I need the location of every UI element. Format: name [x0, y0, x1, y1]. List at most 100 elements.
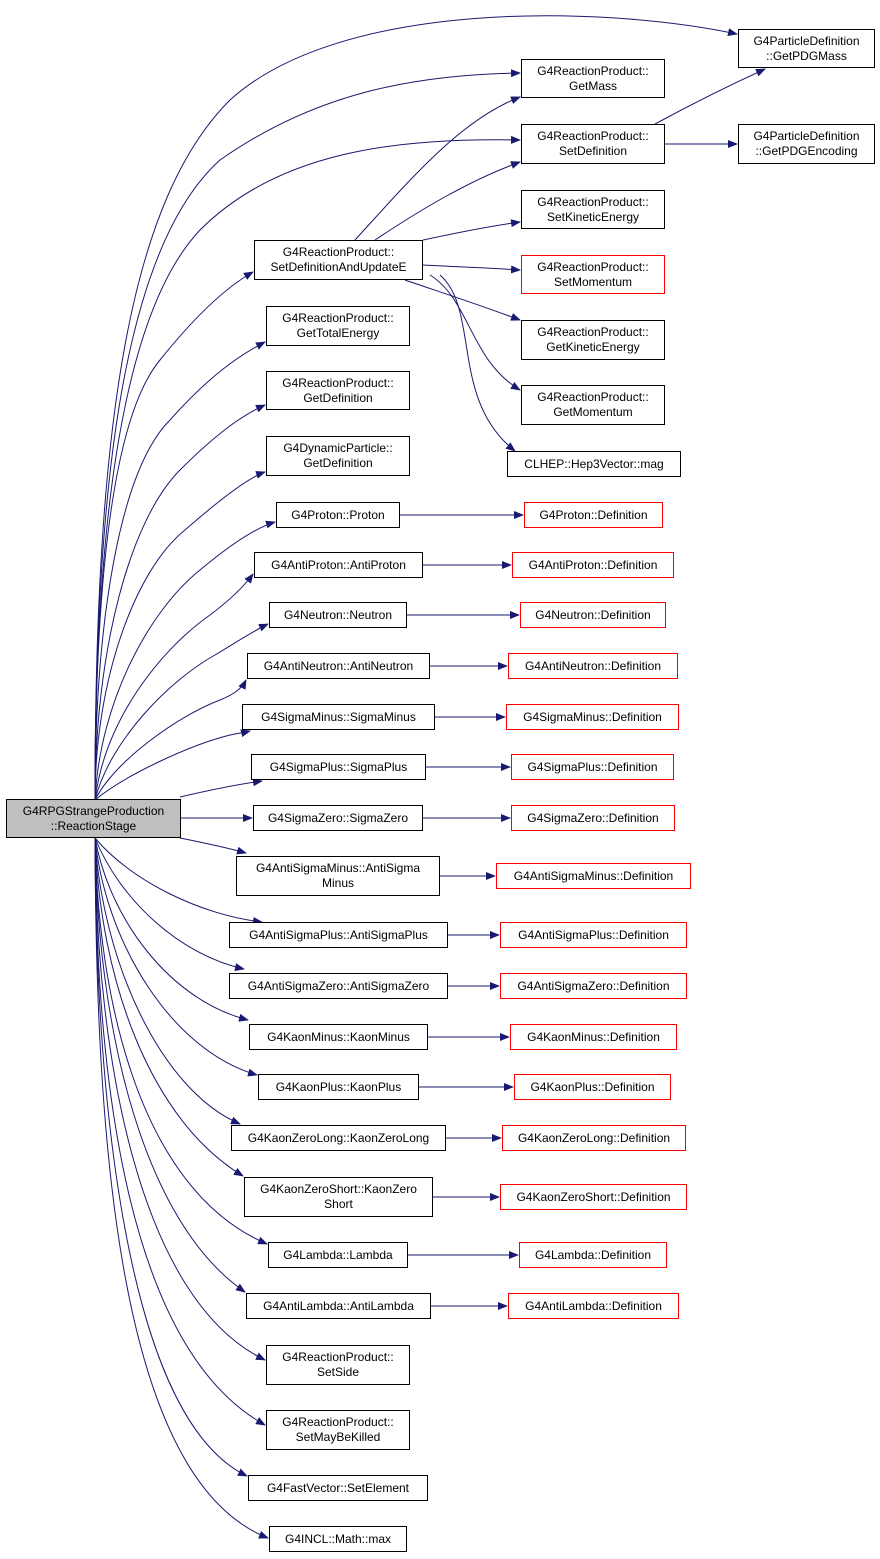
- node-label-line: G4ReactionProduct::: [282, 311, 394, 325]
- node-label-line: G4Proton::Proton: [291, 507, 385, 522]
- node-sigma0-def[interactable]: G4SigmaZero::Definition: [511, 805, 675, 831]
- node-kaonp[interactable]: G4KaonPlus::KaonPlus: [258, 1074, 419, 1100]
- node-label-line: G4KaonMinus::KaonMinus: [267, 1029, 410, 1044]
- node-neutron[interactable]: G4Neutron::Neutron: [269, 602, 407, 628]
- node-aproton-def[interactable]: G4AntiProton::Definition: [512, 552, 674, 578]
- edge-root-to-sigmam: [94, 729, 251, 801]
- node-label-line: G4SigmaPlus::SigmaPlus: [269, 759, 408, 774]
- node-rp-setdef[interactable]: G4ReactionProduct::SetDefinition: [521, 124, 665, 164]
- edge-root-to-proton: [94, 520, 276, 801]
- node-hep3mag[interactable]: CLHEP::Hep3Vector::mag: [507, 451, 681, 477]
- node-alambda-def[interactable]: G4AntiLambda::Definition: [508, 1293, 679, 1319]
- edge-root-to-rp-gettot: [94, 341, 266, 801]
- node-rp-getmom[interactable]: G4ReactionProduct::GetMomentum: [521, 385, 665, 425]
- node-k0l[interactable]: G4KaonZeroLong::KaonZeroLong: [231, 1125, 446, 1151]
- edge-rp-setdef-to-pdg-mass: [654, 68, 766, 125]
- node-sigmap[interactable]: G4SigmaPlus::SigmaPlus: [251, 754, 426, 780]
- node-label-line: G4FastVector::SetElement: [266, 1480, 410, 1495]
- edge-rp-setdefe-to-rp-setmom: [422, 264, 521, 274]
- edge-root-to-k0s: [94, 837, 244, 1177]
- node-k0l-def[interactable]: G4KaonZeroLong::Definition: [502, 1125, 686, 1151]
- node-aneutron-def[interactable]: G4AntiNeutron::Definition: [508, 653, 678, 679]
- node-label-line: G4SigmaPlus::Definition: [527, 759, 658, 774]
- node-sigmam-def[interactable]: G4SigmaMinus::Definition: [506, 704, 679, 730]
- node-pdg-mass[interactable]: G4ParticleDefinition::GetPDGMass: [738, 29, 875, 68]
- node-asigma0[interactable]: G4AntiSigmaZero::AntiSigmaZero: [229, 973, 448, 999]
- node-label-line: G4AntiNeutron::AntiNeutron: [263, 658, 414, 673]
- node-label-line: CLHEP::Hep3Vector::mag: [524, 456, 664, 471]
- node-label-line: G4ReactionProduct::: [282, 1350, 394, 1364]
- node-kaonm[interactable]: G4KaonMinus::KaonMinus: [249, 1024, 428, 1050]
- edge-rp-setdefe-to-rp-setdef: [374, 161, 521, 241]
- node-label-line: Minus: [321, 876, 354, 890]
- node-label-line: G4ReactionProduct::: [282, 1415, 394, 1429]
- node-label-line: G4AntiSigmaZero::Definition: [517, 978, 670, 993]
- edge-root-to-sigmap: [179, 778, 263, 798]
- node-label-line: G4AntiLambda::AntiLambda: [263, 1298, 414, 1313]
- node-rp-gettot[interactable]: G4ReactionProduct::GetTotalEnergy: [266, 306, 410, 346]
- node-alambda[interactable]: G4AntiLambda::AntiLambda: [246, 1293, 431, 1319]
- node-label-line: ::GetPDGMass: [766, 48, 847, 63]
- node-label-line: Short: [324, 1197, 353, 1211]
- node-label-line: ::ReactionStage: [50, 818, 137, 833]
- edge-root-to-rp-setside: [94, 837, 266, 1361]
- edge-root-to-asigma0: [94, 837, 245, 971]
- node-fv-setel[interactable]: G4FastVector::SetElement: [248, 1475, 428, 1501]
- node-aproton[interactable]: G4AntiProton::AntiProton: [254, 552, 423, 578]
- node-neutron-def[interactable]: G4Neutron::Definition: [520, 602, 666, 628]
- node-label-line: G4AntiSigmaZero::AntiSigmaZero: [247, 978, 430, 993]
- node-label-line: SetDefinition: [558, 144, 628, 158]
- node-asigmam-def[interactable]: G4AntiSigmaMinus::Definition: [496, 863, 691, 889]
- node-label-line: GetDefinition: [303, 390, 373, 405]
- edge-root-to-rp-getmass: [94, 69, 521, 801]
- node-pdg-encoding[interactable]: G4ParticleDefinition::GetPDGEncoding: [738, 124, 875, 164]
- node-label-line: G4AntiSigmaPlus::Definition: [518, 927, 669, 942]
- node-label-line: G4Proton::Definition: [539, 507, 648, 522]
- node-asigmap-def[interactable]: G4AntiSigmaPlus::Definition: [500, 922, 687, 948]
- node-label-line: G4KaonZeroShort::KaonZero: [260, 1182, 417, 1196]
- node-label-line: G4ReactionProduct::: [537, 63, 649, 78]
- node-sigmam[interactable]: G4SigmaMinus::SigmaMinus: [242, 704, 435, 730]
- node-rp-setmay[interactable]: G4ReactionProduct::SetMayBeKilled: [266, 1410, 410, 1450]
- node-rp-getke[interactable]: G4ReactionProduct::GetKineticEnergy: [521, 320, 665, 360]
- node-sigma0[interactable]: G4SigmaZero::SigmaZero: [253, 805, 423, 831]
- edge-root-to-asigmap: [94, 837, 263, 925]
- node-rp-setmom[interactable]: G4ReactionProduct::SetMomentum: [521, 255, 665, 294]
- node-rp-setdefe[interactable]: G4ReactionProduct::SetDefinitionAndUpdat…: [254, 240, 423, 280]
- node-asigmap[interactable]: G4AntiSigmaPlus::AntiSigmaPlus: [229, 922, 448, 948]
- edge-root-to-rp-setdefe: [94, 271, 254, 801]
- node-proton[interactable]: G4Proton::Proton: [276, 502, 400, 528]
- edge-root-to-rp-setdef: [94, 135, 521, 801]
- node-label-line: G4SigmaMinus::SigmaMinus: [261, 709, 416, 724]
- node-k0s-def[interactable]: G4KaonZeroShort::Definition: [500, 1184, 687, 1210]
- edge-root-to-aneutron: [94, 679, 247, 801]
- node-kaonp-def[interactable]: G4KaonPlus::Definition: [514, 1074, 671, 1100]
- node-label-line: G4AntiSigmaMinus::AntiSigma: [255, 861, 421, 875]
- node-rp-getdef[interactable]: G4ReactionProduct::GetDefinition: [266, 371, 410, 410]
- node-rp-setke[interactable]: G4ReactionProduct::SetKineticEnergy: [521, 190, 665, 229]
- node-rp-getmass[interactable]: G4ReactionProduct::GetMass: [521, 59, 665, 98]
- edge-rp-setdefe-to-rp-getke: [404, 279, 521, 321]
- edge-root-to-dp-getdef: [94, 471, 266, 801]
- edge-root-to-alambda: [94, 837, 246, 1293]
- node-proton-def[interactable]: G4Proton::Definition: [524, 502, 663, 528]
- node-incl-max[interactable]: G4INCL::Math::max: [269, 1526, 407, 1552]
- edge-root-to-rp-getdef: [94, 404, 266, 801]
- node-dp-getdef[interactable]: G4DynamicParticle::GetDefinition: [266, 436, 410, 476]
- node-label-line: GetDefinition: [303, 456, 373, 470]
- node-asigma0-def[interactable]: G4AntiSigmaZero::Definition: [500, 973, 687, 999]
- node-label-line: ::GetPDGEncoding: [755, 144, 858, 158]
- node-lambda[interactable]: G4Lambda::Lambda: [268, 1242, 408, 1268]
- node-label-line: SetMayBeKilled: [295, 1430, 381, 1444]
- node-aneutron[interactable]: G4AntiNeutron::AntiNeutron: [247, 653, 430, 679]
- node-kaonm-def[interactable]: G4KaonMinus::Definition: [510, 1024, 677, 1050]
- node-lambda-def[interactable]: G4Lambda::Definition: [519, 1242, 667, 1268]
- node-rp-setside[interactable]: G4ReactionProduct::SetSide: [266, 1345, 410, 1385]
- node-sigmap-def[interactable]: G4SigmaPlus::Definition: [511, 754, 674, 780]
- node-label-line: G4ParticleDefinition: [753, 33, 860, 48]
- edge-root-to-asigmam: [179, 837, 247, 855]
- node-label-line: G4ParticleDefinition: [753, 129, 860, 143]
- node-label-line: G4KaonPlus::KaonPlus: [275, 1079, 402, 1094]
